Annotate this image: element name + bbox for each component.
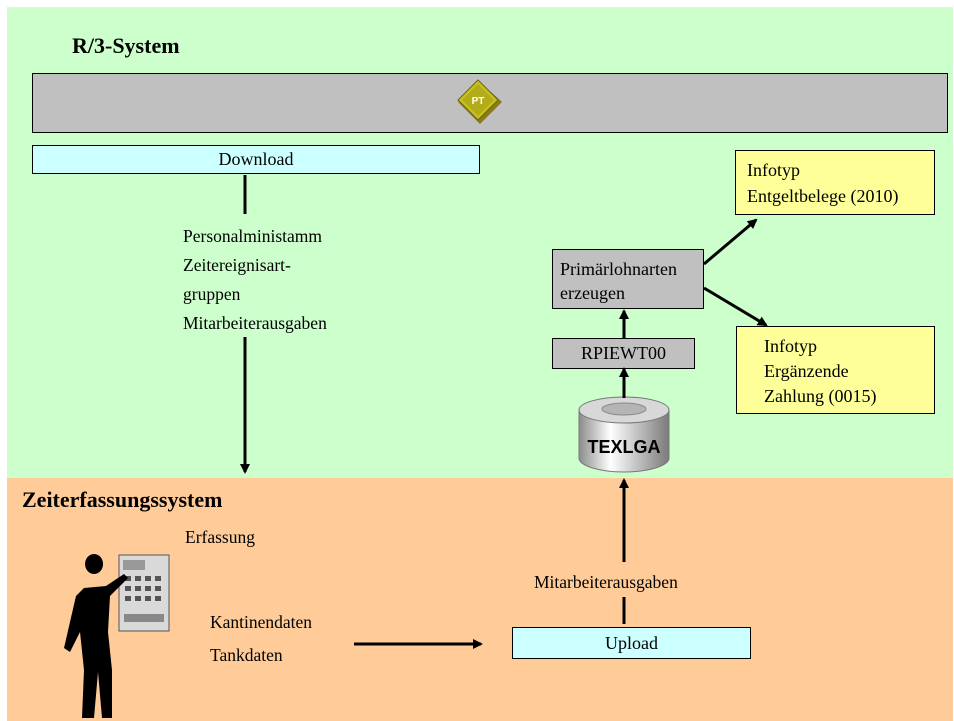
upload-mitarbeiterausgaben-label: Mitarbeiterausgaben — [534, 572, 678, 592]
infotyp-line: Infotyp — [764, 336, 817, 356]
primaer-to-infotyp1-arrow — [703, 218, 758, 266]
download-item: Personalministamm — [183, 226, 323, 246]
pt-badge-icon: PT — [457, 79, 502, 124]
kantinendaten-label: Kantinendaten — [210, 612, 313, 632]
infotyp-line: Infotyp — [747, 160, 800, 180]
primaer-line: erzeugen — [560, 283, 625, 303]
download-label: Download — [218, 149, 294, 169]
svg-text:TEXLGA: TEXLGA — [587, 437, 660, 457]
infotyp-line: Ergänzende — [764, 361, 849, 381]
tankdaten-label: Tankdaten — [210, 645, 283, 665]
infotyp-entgeltbelege-box: Infotyp Entgeltbelege (2010) — [735, 150, 935, 215]
upload-box: Upload — [512, 627, 751, 659]
r3-bar — [32, 73, 948, 133]
download-box: Download — [32, 145, 480, 174]
infotyp-ergaenzende-box: Infotyp Ergänzende Zahlung (0015) — [736, 326, 935, 414]
person-terminal-icon — [64, 554, 170, 718]
erfassung-label: Erfassung — [185, 527, 255, 547]
download-item: gruppen — [183, 284, 241, 304]
download-items: Personalministamm Zeitereignisart- grupp… — [183, 222, 327, 338]
primaer-line: Primärlohnarten — [560, 259, 677, 279]
texlga-database-icon: TEXLGA — [578, 396, 670, 473]
download-item: Zeitereignisart- — [183, 255, 291, 275]
svg-text:PT: PT — [472, 96, 485, 107]
report-label: RPIEWT00 — [581, 343, 666, 363]
upload-label: Upload — [605, 632, 658, 653]
primaer-to-infotyp2-arrow — [703, 286, 768, 327]
infotyp-line: Zahlung (0015) — [764, 386, 877, 406]
r3-title: R/3-System — [72, 33, 180, 58]
zeiterfassung-title: Zeiterfassungssystem — [22, 487, 223, 512]
primaerlohnarten-box: Primärlohnarten erzeugen — [552, 249, 704, 309]
download-item: Mitarbeiterausgaben — [183, 313, 327, 333]
infotyp-line: Entgeltbelege (2010) — [747, 186, 899, 206]
